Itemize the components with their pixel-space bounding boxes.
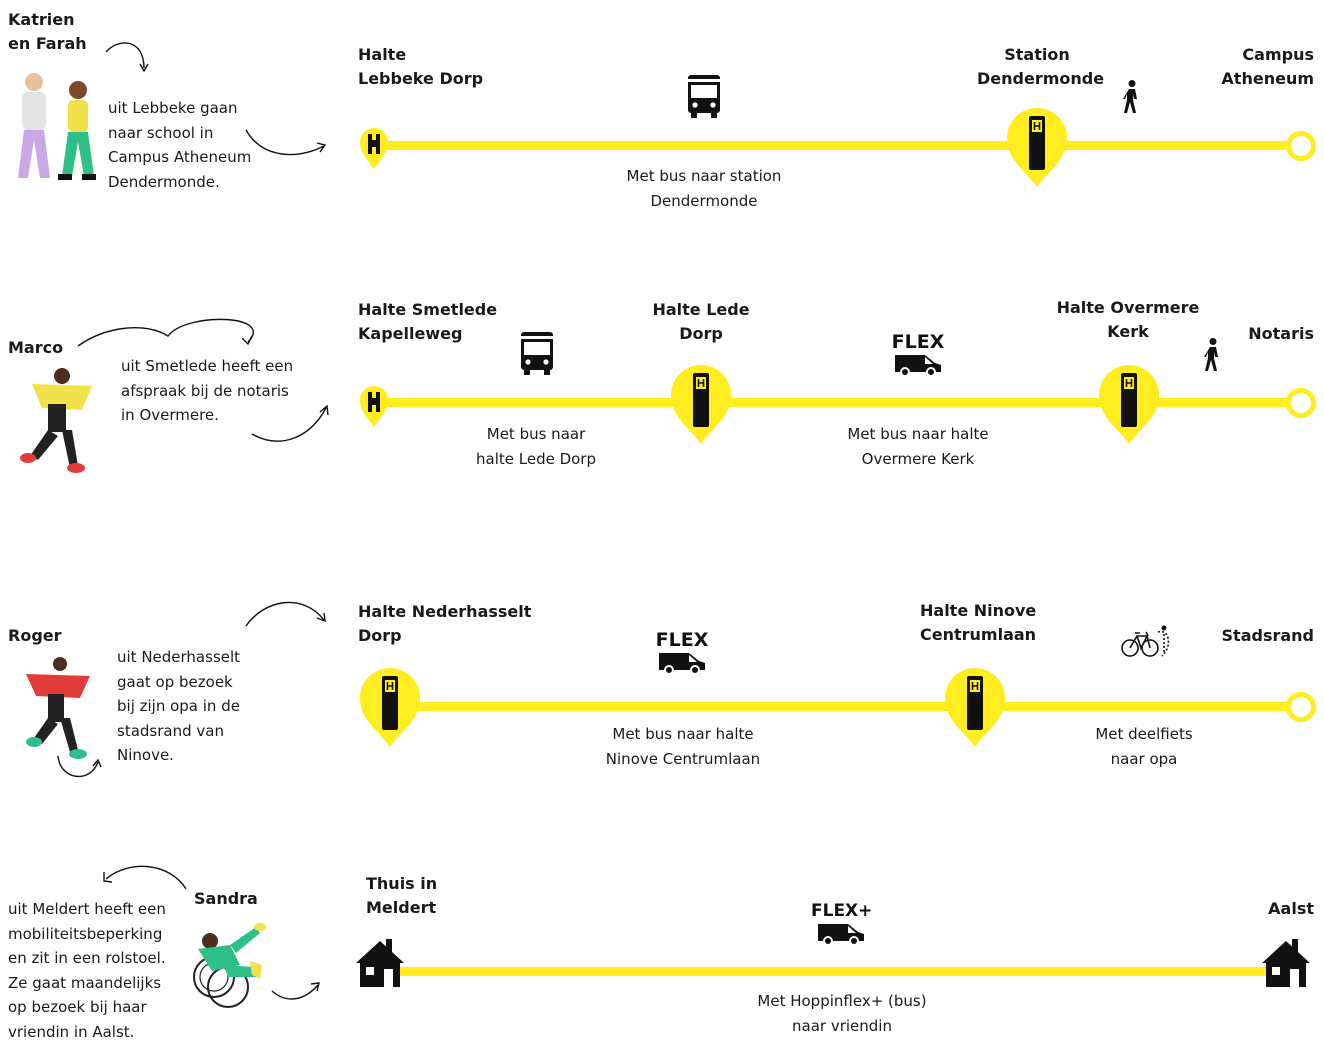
segment-label: Met deelfiets naar opa bbox=[1095, 725, 1193, 768]
stop-label-thuis-in-meldert: Thuis in Meldert bbox=[366, 874, 438, 917]
stop-label-station-dendermonde: Station Dendermonde bbox=[977, 45, 1105, 88]
curved-arrow-icon bbox=[105, 42, 149, 73]
bus-stop-pin-icon bbox=[358, 122, 390, 170]
person-name: Sandra bbox=[194, 889, 258, 908]
flex-plus-van-icon: FLEX+ bbox=[811, 901, 872, 945]
bus-icon bbox=[687, 74, 721, 118]
stop-label-halte-ninove-centrumlaan: Halte Ninove Centrumlaan bbox=[920, 601, 1037, 644]
person-description: uit Meldert heeft een mobiliteitsbeperki… bbox=[8, 900, 166, 1041]
bus-stop-pin-icon bbox=[358, 380, 390, 428]
person-name: Katrien en Farah bbox=[8, 10, 87, 53]
shared-bike-icon bbox=[1120, 624, 1170, 660]
segment-label: Met Hoppinflex+ (bus) naar vriendin bbox=[757, 992, 927, 1035]
person-description: uit Smetlede heeft een afspraak bij de n… bbox=[121, 357, 294, 424]
station-pin-icon bbox=[1005, 104, 1069, 188]
curved-arrow-icon bbox=[103, 865, 187, 890]
segment-label: Met bus naar station Dendermonde bbox=[626, 167, 782, 210]
walking-icon bbox=[1123, 78, 1139, 116]
person-name: Marco bbox=[8, 338, 64, 357]
journey-sandra: Sandra uit Meldert heeft een mobiliteits… bbox=[0, 855, 1324, 1041]
route-line bbox=[372, 398, 1296, 407]
stop-label-halte-overmere-kerk: Halte Overmere Kerk bbox=[1056, 298, 1200, 341]
station-pin-icon bbox=[943, 664, 1007, 748]
curved-arrow-icon bbox=[77, 318, 254, 347]
stop-label-halte-nederhasselt-dorp: Halte Nederhasselt Dorp bbox=[358, 602, 532, 645]
segment-label: Met bus naar halte Lede Dorp bbox=[476, 425, 596, 468]
journey-katrien-farah: Katrien en Farah uit Lebbeke gaan naar s… bbox=[0, 0, 1324, 230]
person-name: Roger bbox=[8, 626, 62, 645]
house-icon bbox=[356, 937, 404, 989]
journey-marco: Marco uit Smetlede heeft een afspraak bi… bbox=[0, 290, 1324, 490]
segment-label: Met bus naar halte Ninove Centrumlaan bbox=[605, 725, 761, 768]
route-line bbox=[372, 141, 1296, 150]
person-illustration bbox=[193, 923, 266, 1008]
person-illustration bbox=[20, 368, 92, 473]
route-line bbox=[372, 702, 1296, 711]
person-illustration bbox=[26, 657, 90, 759]
journey-roger: Roger uit Nederhasselt gaat op bezoek bi… bbox=[0, 590, 1324, 790]
end-ring bbox=[1286, 388, 1316, 418]
curved-arrow-icon bbox=[245, 601, 326, 627]
flex-van-icon: FLEX bbox=[891, 332, 945, 376]
stop-label-aalst: Aalst bbox=[1268, 899, 1314, 918]
stop-label-notaris: Notaris bbox=[1248, 324, 1314, 343]
route-line bbox=[380, 967, 1294, 976]
curved-arrow-icon bbox=[271, 982, 320, 1000]
segment-label: Met bus naar halte Overmere Kerk bbox=[847, 425, 989, 468]
stop-label-campus-atheneum: Campus Atheneum bbox=[1221, 45, 1314, 88]
curved-arrow-icon bbox=[251, 404, 329, 442]
curved-arrow-icon bbox=[245, 129, 327, 156]
stop-label-halte-lebbeke-dorp: Halte Lebbeke Dorp bbox=[358, 45, 484, 88]
station-pin-icon bbox=[1097, 361, 1161, 445]
stop-label-halte-smetlede-kapelleweg: Halte Smetlede Kapelleweg bbox=[358, 300, 498, 343]
flex-van-icon: FLEX bbox=[655, 630, 709, 674]
station-pin-icon bbox=[358, 664, 422, 748]
person-description: uit Lebbeke gaan naar school in Campus A… bbox=[108, 99, 252, 191]
station-pin-icon bbox=[669, 361, 733, 445]
person-description: uit Nederhasselt gaat op bezoek bij zijn… bbox=[117, 648, 241, 764]
curved-arrow-icon bbox=[57, 755, 102, 778]
stop-label-stadsrand: Stadsrand bbox=[1221, 626, 1314, 645]
end-ring bbox=[1286, 131, 1316, 161]
end-ring bbox=[1286, 692, 1316, 722]
person-illustration bbox=[18, 73, 96, 180]
bus-icon bbox=[520, 331, 554, 375]
house-icon bbox=[1262, 937, 1310, 989]
walking-icon bbox=[1204, 336, 1220, 374]
stop-label-halte-lede-dorp: Halte Lede Dorp bbox=[652, 300, 750, 343]
